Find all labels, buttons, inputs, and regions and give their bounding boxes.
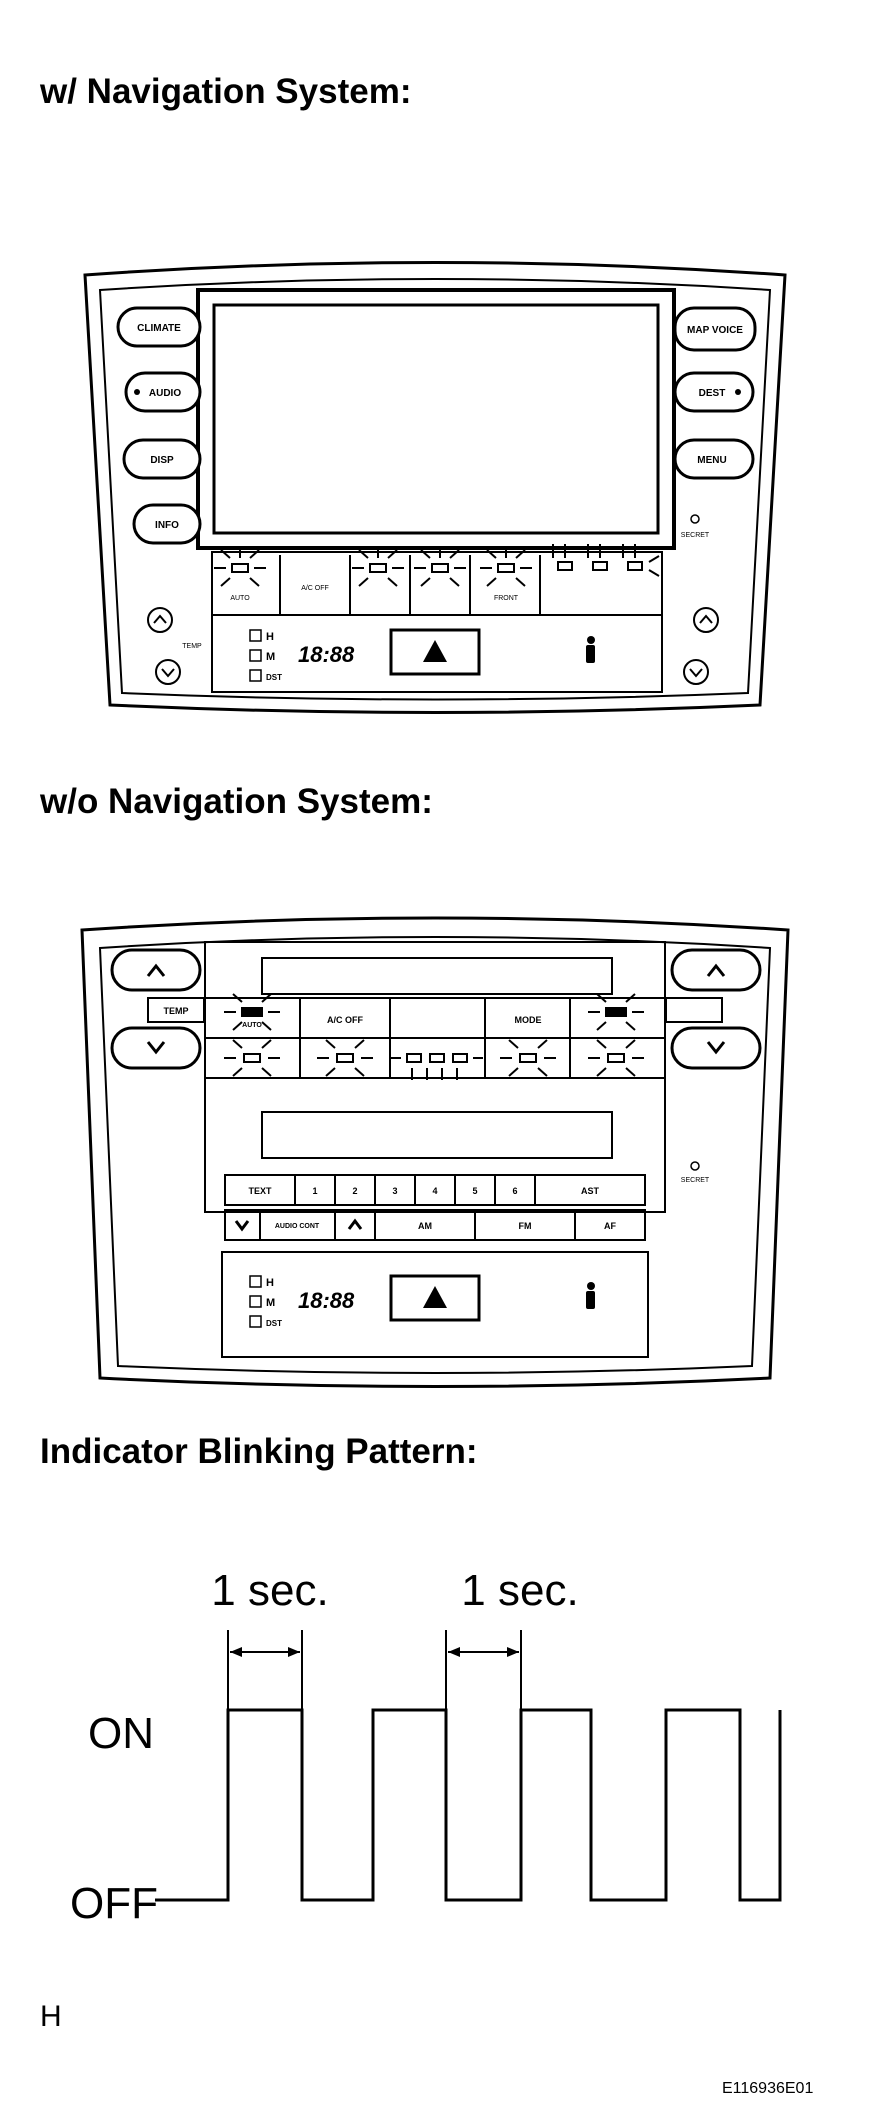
clock-display: 18:88 <box>298 1288 355 1313</box>
clock-display: 18:88 <box>298 642 355 667</box>
button-audio[interactable]: AUDIO <box>149 388 181 399</box>
secret-indicator <box>690 1161 700 1171</box>
preset-1[interactable]: 1 <box>312 1186 317 1196</box>
hvac-label-mode: MODE <box>515 1015 542 1025</box>
chevron-down-icon[interactable] <box>155 659 181 685</box>
seat-belt-icon <box>586 636 595 663</box>
preset-4[interactable]: 4 <box>432 1186 437 1196</box>
panel-without-navigation: TEMP A/C OFF MODE AUTO TEXT 1 2 3 4 5 6 … <box>80 916 790 1388</box>
footer-code: H <box>40 2000 62 2033</box>
hazard-icon <box>423 640 447 662</box>
hvac-label-front: FRONT <box>494 595 519 602</box>
chevron-up-icon[interactable] <box>147 607 173 633</box>
preset-3[interactable]: 3 <box>392 1186 397 1196</box>
hvac-label-auto: AUTO <box>230 595 250 602</box>
chevron-down-icon[interactable] <box>706 1041 726 1055</box>
preset-2[interactable]: 2 <box>352 1186 357 1196</box>
panel-with-navigation: CLIMATE AUDIO DISP INFO MAP VOICE DEST M… <box>83 261 787 714</box>
arrowhead <box>230 1647 242 1657</box>
chevron-up-icon[interactable] <box>347 1218 363 1230</box>
mode-label-dst: DST <box>266 673 282 682</box>
secret-label: SECRET <box>681 532 710 539</box>
fm-button[interactable]: FM <box>519 1221 532 1231</box>
chevron-up-icon[interactable] <box>706 963 726 977</box>
chevron-up-icon[interactable] <box>146 963 166 977</box>
preset-6[interactable]: 6 <box>512 1186 517 1196</box>
hvac-label-ac-off: A/C OFF <box>301 585 329 592</box>
chevron-down-icon[interactable] <box>146 1041 166 1055</box>
preset-5[interactable]: 5 <box>472 1186 477 1196</box>
blink-burst-icon <box>224 993 644 1080</box>
button-climate[interactable]: CLIMATE <box>137 323 181 334</box>
mode-label-dst: DST <box>266 1319 282 1328</box>
arrowhead <box>507 1647 519 1657</box>
chevron-up-icon[interactable] <box>693 607 719 633</box>
chevron-down-icon[interactable] <box>683 659 709 685</box>
preset-ast[interactable]: AST <box>581 1186 600 1196</box>
heading-with-navigation: w/ Navigation System: <box>40 72 412 111</box>
button-info[interactable]: INFO <box>155 520 179 531</box>
figure-id: E116936E01 <box>722 2080 814 2097</box>
mode-label-m: M <box>266 651 275 663</box>
arrowhead <box>448 1647 460 1657</box>
mode-label-m: M <box>266 1297 275 1309</box>
seat-belt-icon <box>586 1282 595 1309</box>
chevron-down-icon[interactable] <box>234 1220 250 1232</box>
temp-label-left: TEMP <box>163 1006 188 1016</box>
secret-indicator <box>690 514 700 524</box>
mode-label-h: H <box>266 1277 274 1289</box>
off-label: OFF <box>70 1879 158 1928</box>
hvac-label-ac-off: A/C OFF <box>327 1015 363 1025</box>
heading-without-navigation: w/o Navigation System: <box>40 782 433 821</box>
square-wave-signal <box>155 1708 782 1902</box>
am-button[interactable]: AM <box>418 1221 432 1231</box>
interval-label-2: 1 sec. <box>461 1566 578 1615</box>
hazard-icon <box>423 1286 447 1308</box>
blink-burst-icon <box>214 544 660 587</box>
interval-label-1: 1 sec. <box>211 1566 328 1615</box>
on-label: ON <box>88 1709 154 1758</box>
preset-text[interactable]: TEXT <box>248 1186 272 1196</box>
audio-cont-button[interactable]: AUDIO CONT <box>275 1223 320 1230</box>
temp-label: TEMP <box>182 643 202 650</box>
blinking-timing-chart: 1 sec. 1 sec. ON OFF <box>70 1566 782 1928</box>
button-disp[interactable]: DISP <box>150 455 174 466</box>
mode-label-h: H <box>266 631 274 643</box>
button-dest[interactable]: DEST <box>699 388 726 399</box>
hvac-label-auto: AUTO <box>242 1022 262 1029</box>
button-menu[interactable]: MENU <box>697 455 726 466</box>
button-map-voice[interactable]: MAP VOICE <box>687 325 743 336</box>
secret-label: SECRET <box>681 1177 710 1184</box>
af-button[interactable]: AF <box>604 1221 616 1231</box>
heading-blinking-pattern: Indicator Blinking Pattern: <box>40 1432 478 1471</box>
arrowhead <box>288 1647 300 1657</box>
